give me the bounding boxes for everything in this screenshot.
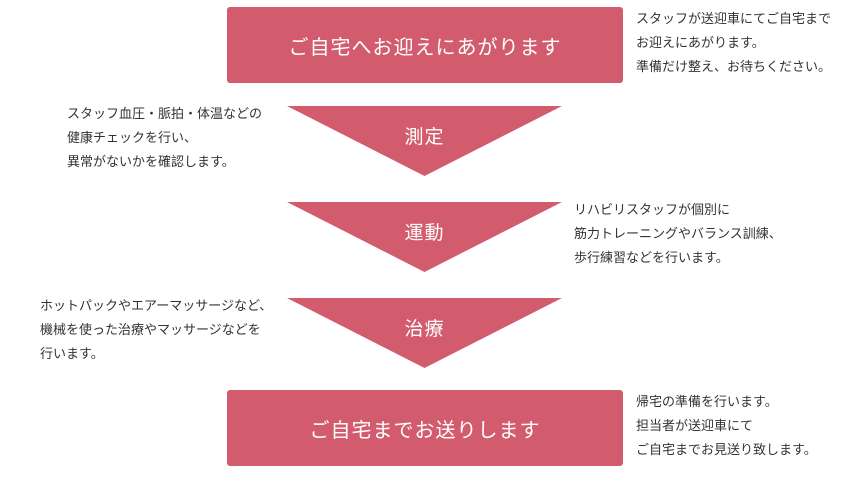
step-note-line: 歩行練習などを行います。 <box>574 251 729 266</box>
dropoff-note-line: 帰宅の準備を行います。 <box>636 395 778 410</box>
step-label: 測定 <box>404 126 445 148</box>
step-exercise: 運動 <box>287 202 562 272</box>
step-exercise-note: リハビリスタッフが個別に 筋力トレーニングやバランス訓練、 歩行練習などを行いま… <box>574 199 782 271</box>
dropoff-note-line: 担当者が送迎車にて <box>636 419 754 434</box>
step-label: 治療 <box>404 318 445 340</box>
dropoff-title: ご自宅までお送りします <box>309 417 541 442</box>
step-measurement: 測定 <box>287 106 562 176</box>
step-note-line: 行います。 <box>40 347 104 362</box>
step-label: 運動 <box>404 222 445 244</box>
step-treatment-note: ホットパックやエアーマッサージなど、 機械を使った治療やマッサージなどを 行いま… <box>40 295 272 367</box>
pickup-box: ご自宅へお迎えにあがります <box>227 7 623 83</box>
down-arrow-shape <box>287 298 562 368</box>
down-arrow-shape <box>287 202 562 272</box>
down-arrow-shape <box>287 106 562 176</box>
dropoff-note: 帰宅の準備を行います。 担当者が送迎車にて ご自宅までお見送り致します。 <box>636 391 817 463</box>
pickup-note: スタッフが送迎車にてご自宅まで お迎えにあがります。 準備だけ整え、お待ちくださ… <box>636 8 831 80</box>
step-note-line: 異常がないかを確認します。 <box>67 155 235 170</box>
step-treatment: 治療 <box>287 298 562 368</box>
dropoff-note-line: ご自宅までお見送り致します。 <box>636 443 817 458</box>
pickup-note-line: お迎えにあがります。 <box>636 36 765 51</box>
step-note-line: 健康チェックを行い、 <box>67 131 198 146</box>
step-note-line: リハビリスタッフが個別に <box>574 203 731 218</box>
step-note-line: 機械を使った治療やマッサージなどを <box>40 323 261 338</box>
step-note-line: スタッフ血圧・脈拍・体温などの <box>67 107 263 122</box>
pickup-note-line: 準備だけ整え、お待ちください。 <box>636 60 832 75</box>
step-measurement-note: スタッフ血圧・脈拍・体温などの 健康チェックを行い、 異常がないかを確認します。 <box>67 103 262 175</box>
pickup-title: ご自宅へお迎えにあがります <box>288 34 562 59</box>
pickup-note-line: スタッフが送迎車にてご自宅まで <box>636 12 832 27</box>
dropoff-box: ご自宅までお送りします <box>227 390 623 466</box>
step-note-line: 筋力トレーニングやバランス訓練、 <box>574 227 782 242</box>
step-note-line: ホットパックやエアーマッサージなど、 <box>40 299 273 314</box>
